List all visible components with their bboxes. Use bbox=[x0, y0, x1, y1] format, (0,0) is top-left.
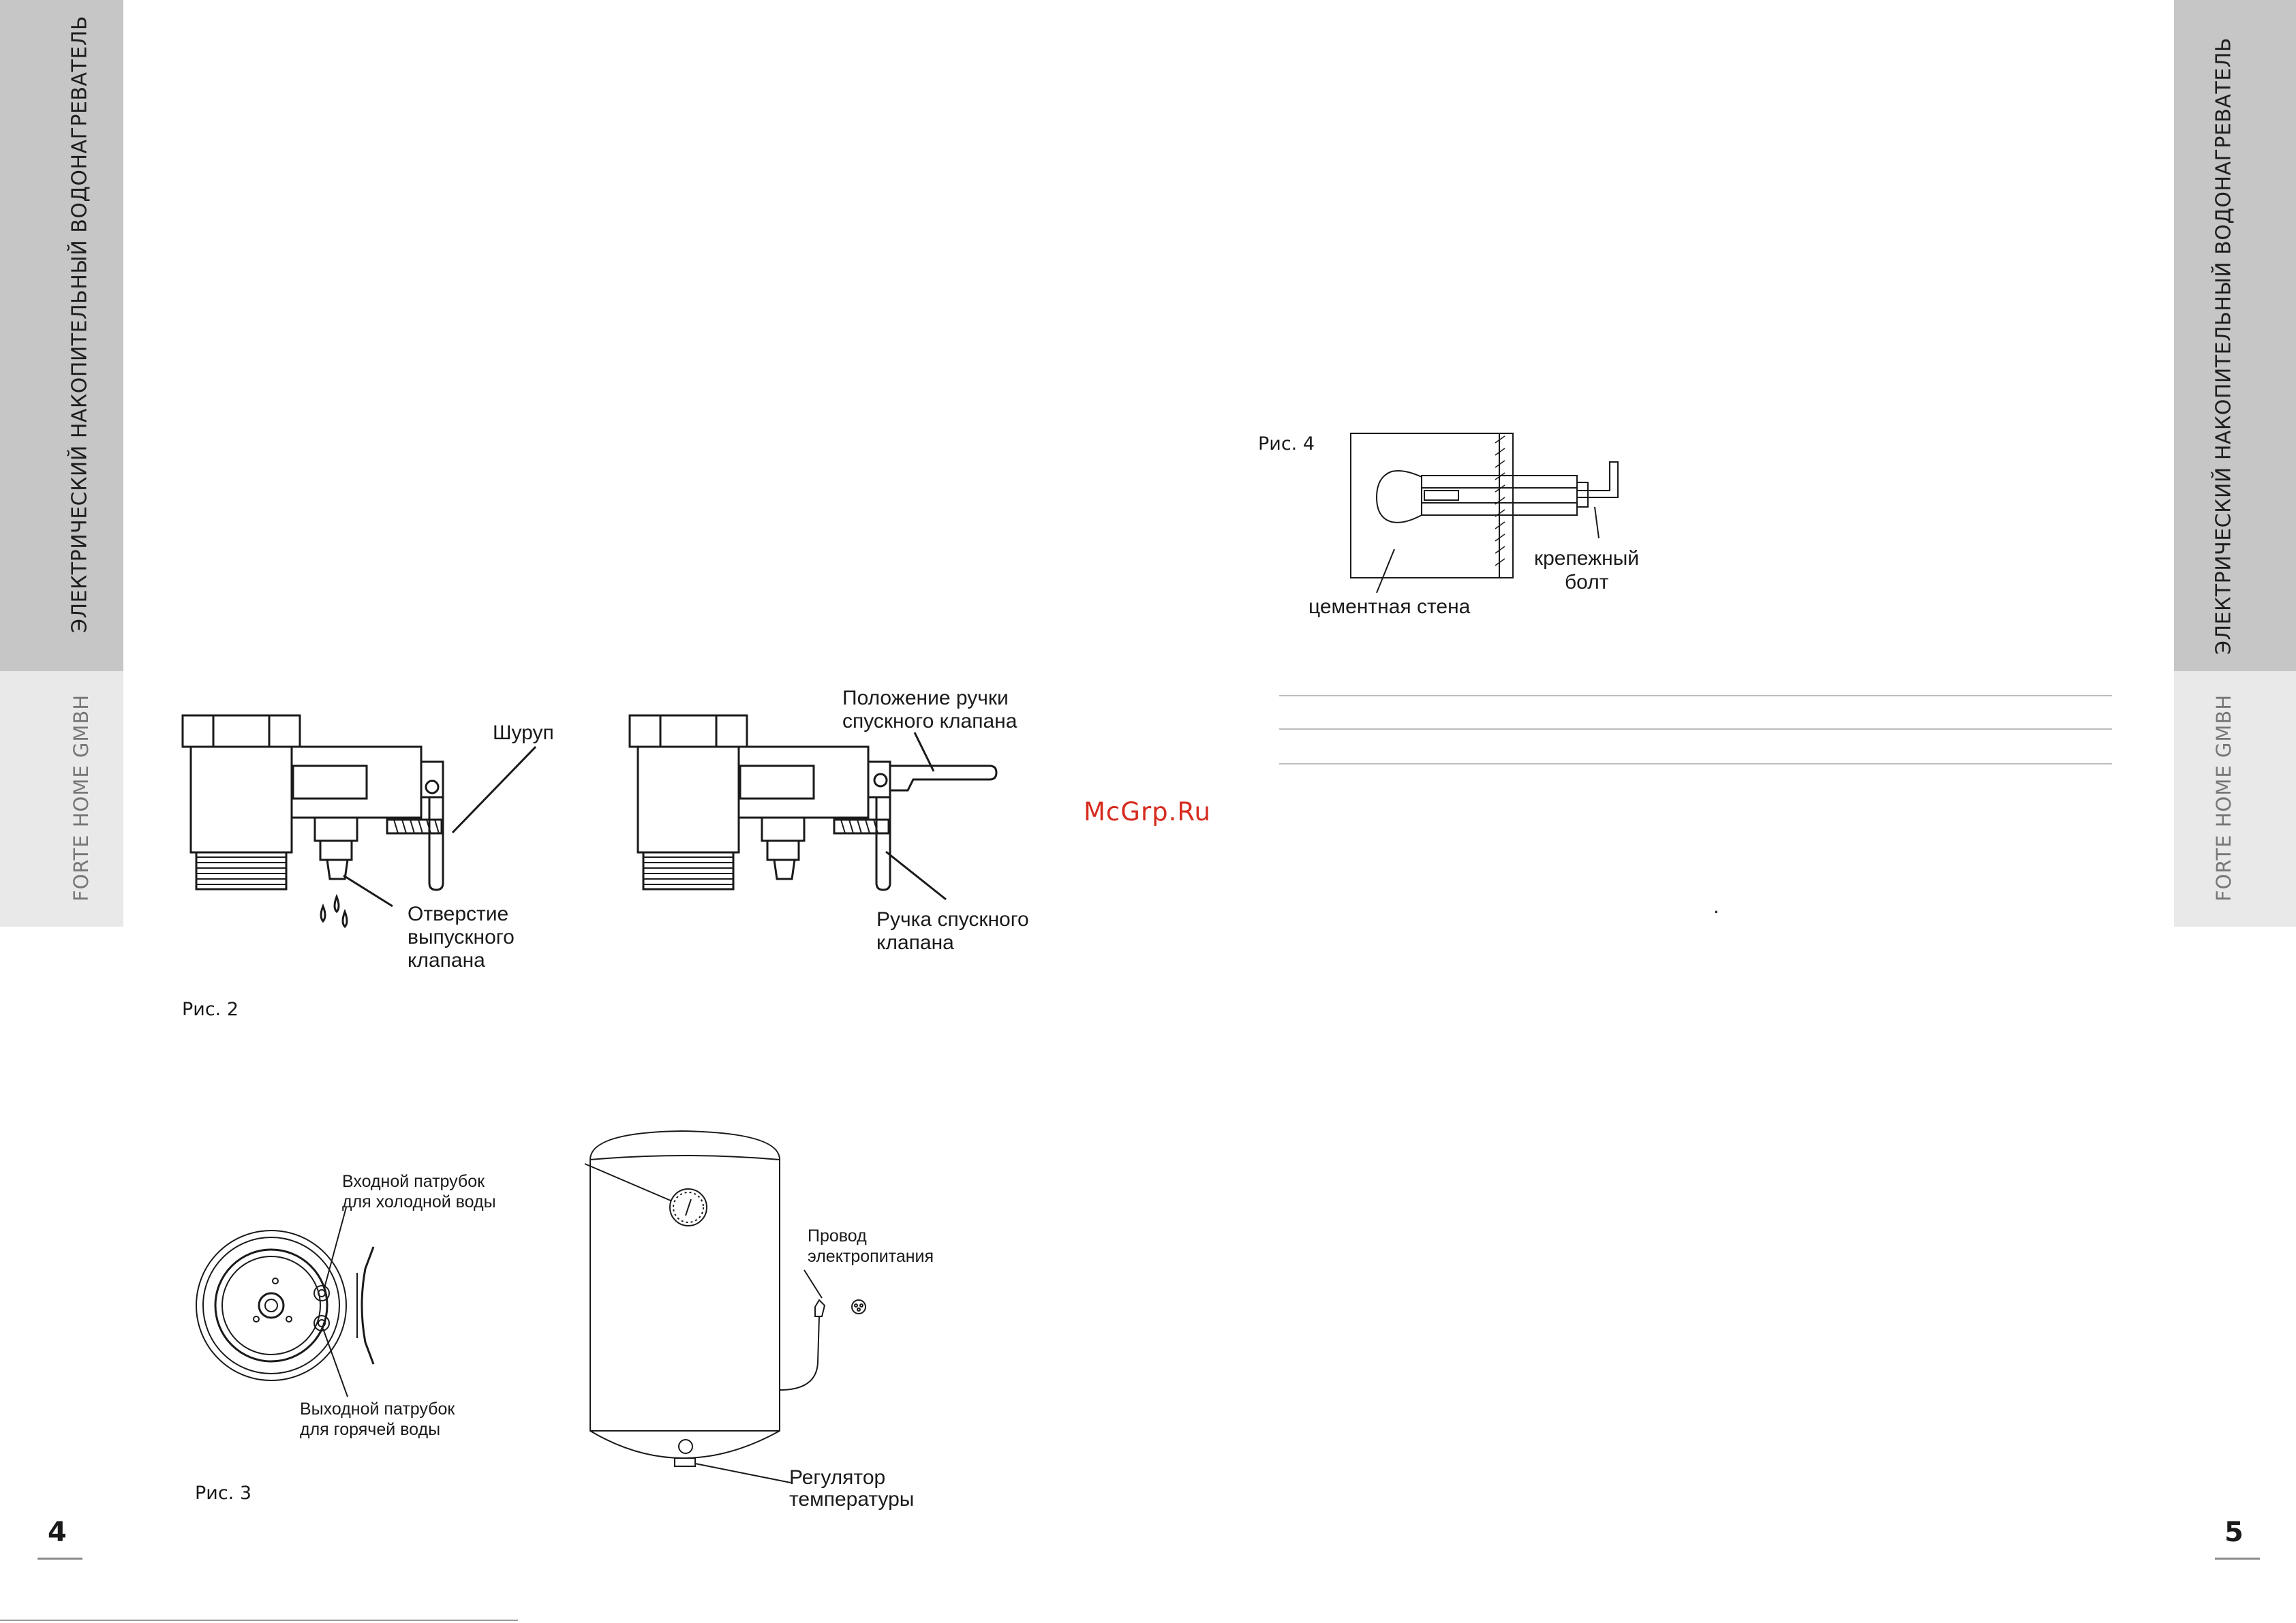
fig3-label-cold-inlet-1: Входной патрубок bbox=[342, 1172, 485, 1191]
watermark: McGrp.Ru bbox=[1084, 797, 1211, 826]
fig3-label-temp-regulator-2: температуры bbox=[789, 1488, 915, 1511]
fig3-label-temp-regulator-1: Регулятор bbox=[789, 1466, 886, 1489]
left-side-title: ЭЛЕКТРИЧЕСКИЙ НАКОПИТЕЛЬНЫЙ ВОДОНАГРЕВАТ… bbox=[67, 16, 92, 633]
fig2-valve-right-drawing bbox=[0, 0, 1, 1]
fig3-label-cold-inlet-2: для холодной воды bbox=[342, 1192, 496, 1211]
right-side-brand: FORTE HOME GMBH bbox=[2212, 694, 2235, 902]
separator-line-2 bbox=[1279, 728, 2112, 730]
fig2-caption: Рис. 2 bbox=[182, 999, 239, 1020]
fig3-label-power-cord-2: электропитания bbox=[808, 1247, 934, 1266]
fig2-valve-left-drawing bbox=[0, 0, 1, 1]
left-tab-title bbox=[0, 0, 123, 671]
fig3-label-hot-outlet-1: Выходной патрубок bbox=[300, 1400, 455, 1419]
separator-line-1 bbox=[1279, 695, 2112, 696]
fig3-label-power-cord-1: Провод bbox=[808, 1226, 867, 1246]
right-side-title: ЭЛЕКТРИЧЕСКИЙ НАКОПИТЕЛЬНЫЙ ВОДОНАГРЕВАТ… bbox=[2211, 37, 2236, 655]
fig4-caption: Рис. 4 bbox=[1258, 433, 1315, 454]
stray-dot: . bbox=[1713, 897, 1719, 918]
fig3-flange-drawing bbox=[0, 0, 1, 1]
right-tab-brand bbox=[2174, 671, 2296, 927]
fig2-label-outlet-hole-1: Отверстие bbox=[408, 903, 509, 925]
left-side-brand: FORTE HOME GMBH bbox=[70, 694, 93, 902]
fig2-label-screw: Шуруп bbox=[493, 722, 554, 744]
fig2-label-handle-position-2: спускного клапана bbox=[842, 710, 1017, 732]
fig2-label-valve-handle-2: клапана bbox=[876, 931, 954, 954]
page-number-right: 5 bbox=[2224, 1517, 2244, 1548]
fig2-label-outlet-hole-3: клапана bbox=[408, 949, 485, 972]
page-number-left-underline bbox=[37, 1558, 82, 1560]
page-number-left: 4 bbox=[48, 1517, 67, 1548]
bottom-rule bbox=[0, 1620, 518, 1621]
left-tab-brand bbox=[0, 671, 123, 927]
right-tab-title bbox=[2174, 0, 2296, 671]
separator-line-3 bbox=[1279, 763, 2112, 764]
fig4-label-wall: цементная стена bbox=[1308, 596, 1471, 618]
fig4-anchor-drawing bbox=[0, 0, 1, 1]
fig3-boiler-drawing bbox=[0, 0, 1, 1]
fig2-label-valve-handle-1: Ручка спускного bbox=[876, 908, 1029, 931]
fig2-label-handle-position-1: Положение ручки bbox=[842, 687, 1009, 709]
page-number-right-underline bbox=[2215, 1558, 2260, 1560]
fig4-label-bolt-2: болт bbox=[1565, 571, 1609, 593]
fig3-label-hot-outlet-2: для горячей воды bbox=[300, 1420, 441, 1439]
fig2-label-outlet-hole-2: выпускного bbox=[408, 926, 515, 948]
fig3-caption: Рис. 3 bbox=[195, 1483, 252, 1504]
fig4-label-bolt-1: крепежный bbox=[1534, 547, 1640, 570]
